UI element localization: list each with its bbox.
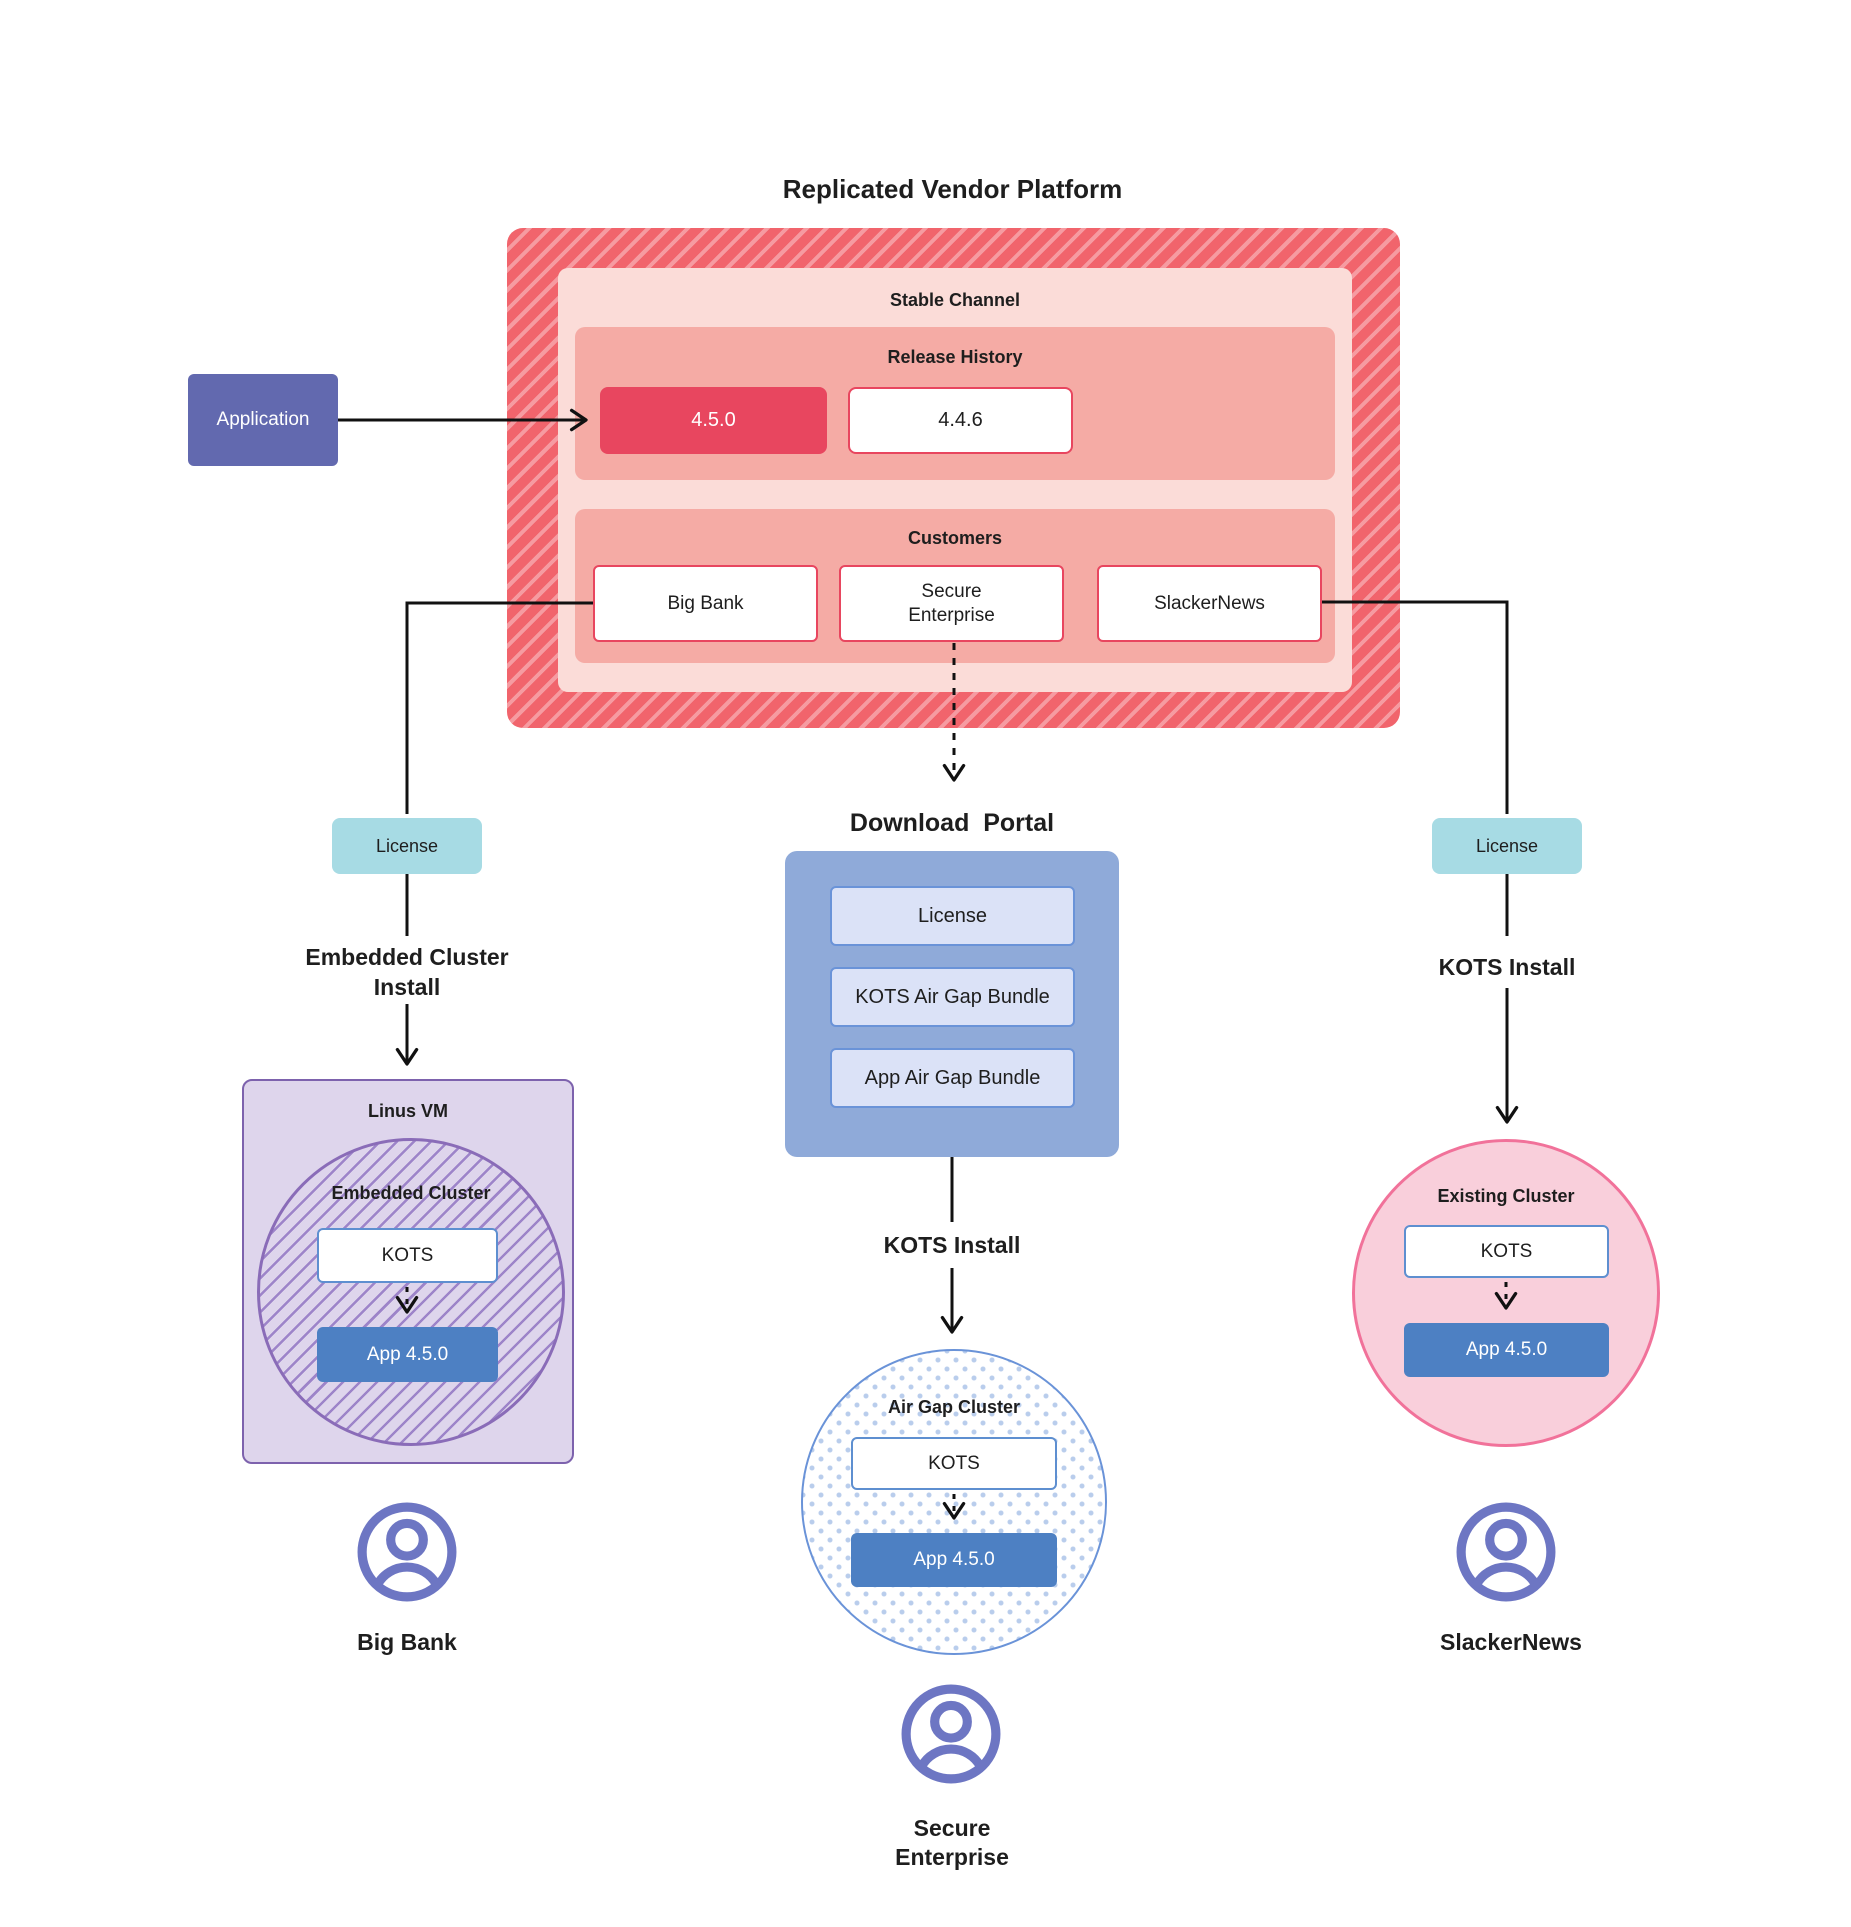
stable-channel-label: Stable Channel: [889, 290, 1021, 310]
app-box-middle: App 4.5.0: [851, 1533, 1057, 1587]
embedded-cluster-install-label: Embedded Cluster Install: [305, 944, 509, 1000]
user-label-slackernews: SlackerNews: [1440, 1629, 1582, 1655]
portal-item-license: License: [830, 886, 1075, 946]
user-label-secure-enterprise: Secure Enterprise: [895, 1815, 1009, 1870]
existing-cluster-label: Existing Cluster: [1437, 1186, 1575, 1206]
user-label-big-bank: Big Bank: [357, 1629, 457, 1655]
kots-install-label-middle: KOTS Install: [883, 1232, 1021, 1258]
app-box-left: App 4.5.0: [317, 1327, 498, 1382]
embedded-cluster-circle: Embedded Cluster: [257, 1138, 565, 1446]
release-version-4-5-0: 4.5.0: [600, 387, 827, 454]
air-gap-cluster-label: Air Gap Cluster: [887, 1397, 1021, 1417]
page-title: Replicated Vendor Platform: [782, 174, 1123, 204]
application-box: Application: [188, 374, 338, 466]
kots-install-label-right: KOTS Install: [1438, 954, 1576, 980]
kots-box-middle: KOTS: [851, 1437, 1057, 1490]
customer-slackernews: SlackerNews: [1097, 565, 1322, 642]
license-chip-left: License: [332, 818, 482, 874]
portal-item-app-airgap-bundle: App Air Gap Bundle: [830, 1048, 1075, 1108]
user-icon-secure-enterprise: [901, 1684, 1001, 1784]
existing-cluster-circle: Existing Cluster: [1352, 1139, 1660, 1447]
user-icon-slackernews: [1456, 1502, 1556, 1602]
license-chip-right: License: [1432, 818, 1582, 874]
customers-label: Customers: [907, 528, 1003, 548]
embedded-cluster-label: Embedded Cluster: [331, 1183, 491, 1203]
air-gap-cluster-circle: Air Gap Cluster: [801, 1349, 1107, 1655]
kots-box-right: KOTS: [1404, 1225, 1609, 1278]
user-icon-big-bank: [357, 1502, 457, 1602]
app-box-right: App 4.5.0: [1404, 1323, 1609, 1377]
release-version-4-4-6: 4.4.6: [848, 387, 1073, 454]
portal-item-kots-airgap-bundle: KOTS Air Gap Bundle: [830, 967, 1075, 1027]
customer-big-bank: Big Bank: [593, 565, 818, 642]
release-history-label: Release History: [887, 347, 1023, 367]
linus-vm-label: Linus VM: [368, 1101, 448, 1121]
download-portal-title: Download Portal: [849, 809, 1055, 837]
customer-secure-enterprise: Secure Enterprise: [839, 565, 1064, 642]
kots-box-left: KOTS: [317, 1228, 498, 1283]
